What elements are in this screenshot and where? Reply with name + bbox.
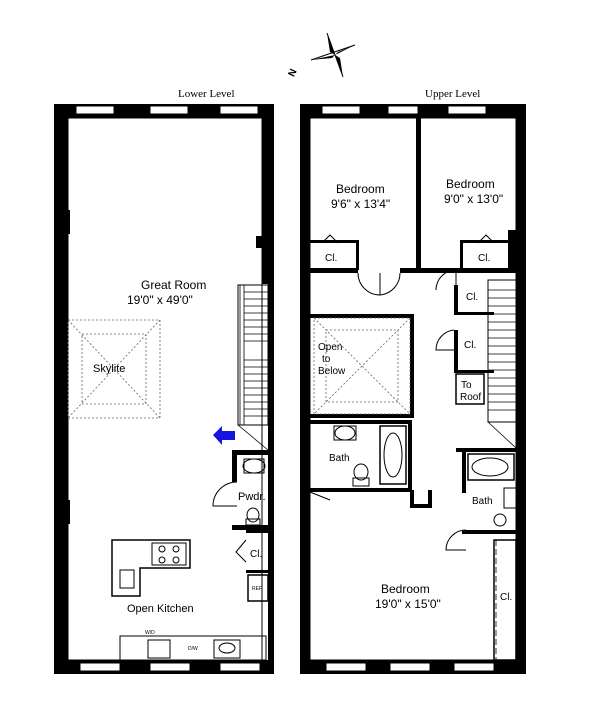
bath-left-label: Bath xyxy=(329,453,350,464)
upper-level-title: Upper Level xyxy=(425,88,480,100)
north-label: N xyxy=(287,67,300,78)
upper-level-plan xyxy=(300,104,526,674)
lower-closet-label: Cl. xyxy=(250,549,262,560)
open-to-below-line-3: Below xyxy=(318,366,346,377)
lower-level-title: Lower Level xyxy=(178,88,235,100)
closet-label-1: Cl. xyxy=(325,253,337,264)
wd-label: W/D xyxy=(145,630,155,636)
master-bedroom-dims: 19'0" x 15'0" xyxy=(375,597,441,611)
closet-label-3: Cl. xyxy=(466,292,478,303)
great-room-name: Great Room xyxy=(141,278,206,292)
closet-label-4: Cl. xyxy=(464,340,476,351)
powder-label: Pwdr. xyxy=(238,491,266,503)
skylite-label: Skylite xyxy=(93,363,125,375)
bedroom-right-name: Bedroom xyxy=(446,177,495,191)
bedroom-left-dims: 9'6" x 13'4" xyxy=(331,197,390,211)
skylight xyxy=(67,319,161,419)
lower-level-plan xyxy=(54,104,274,674)
dw-label: D/W xyxy=(188,646,198,652)
entry-arrow-icon xyxy=(213,426,235,445)
ref-label: REF xyxy=(252,586,262,592)
great-room-dims: 19'0" x 49'0" xyxy=(127,293,193,307)
to-roof-line-2: Roof xyxy=(460,392,481,403)
to-roof-line-1: To xyxy=(461,380,472,391)
kitchen-island xyxy=(111,539,191,597)
closet-label-5: Cl. xyxy=(500,592,512,603)
closet-label-2: Cl. xyxy=(478,253,490,264)
kitchen-label: Open Kitchen xyxy=(127,603,194,615)
open-to-below-line-1: Open xyxy=(318,342,342,353)
open-to-below xyxy=(310,314,414,418)
compass-rose: N xyxy=(287,32,356,79)
bedroom-right-dims: 9'0" x 13'0" xyxy=(444,192,503,206)
open-to-below-line-2: to xyxy=(322,354,331,365)
bath-right-label: Bath xyxy=(472,496,493,507)
master-bedroom-name: Bedroom xyxy=(381,582,430,596)
bedroom-left-name: Bedroom xyxy=(336,182,385,196)
